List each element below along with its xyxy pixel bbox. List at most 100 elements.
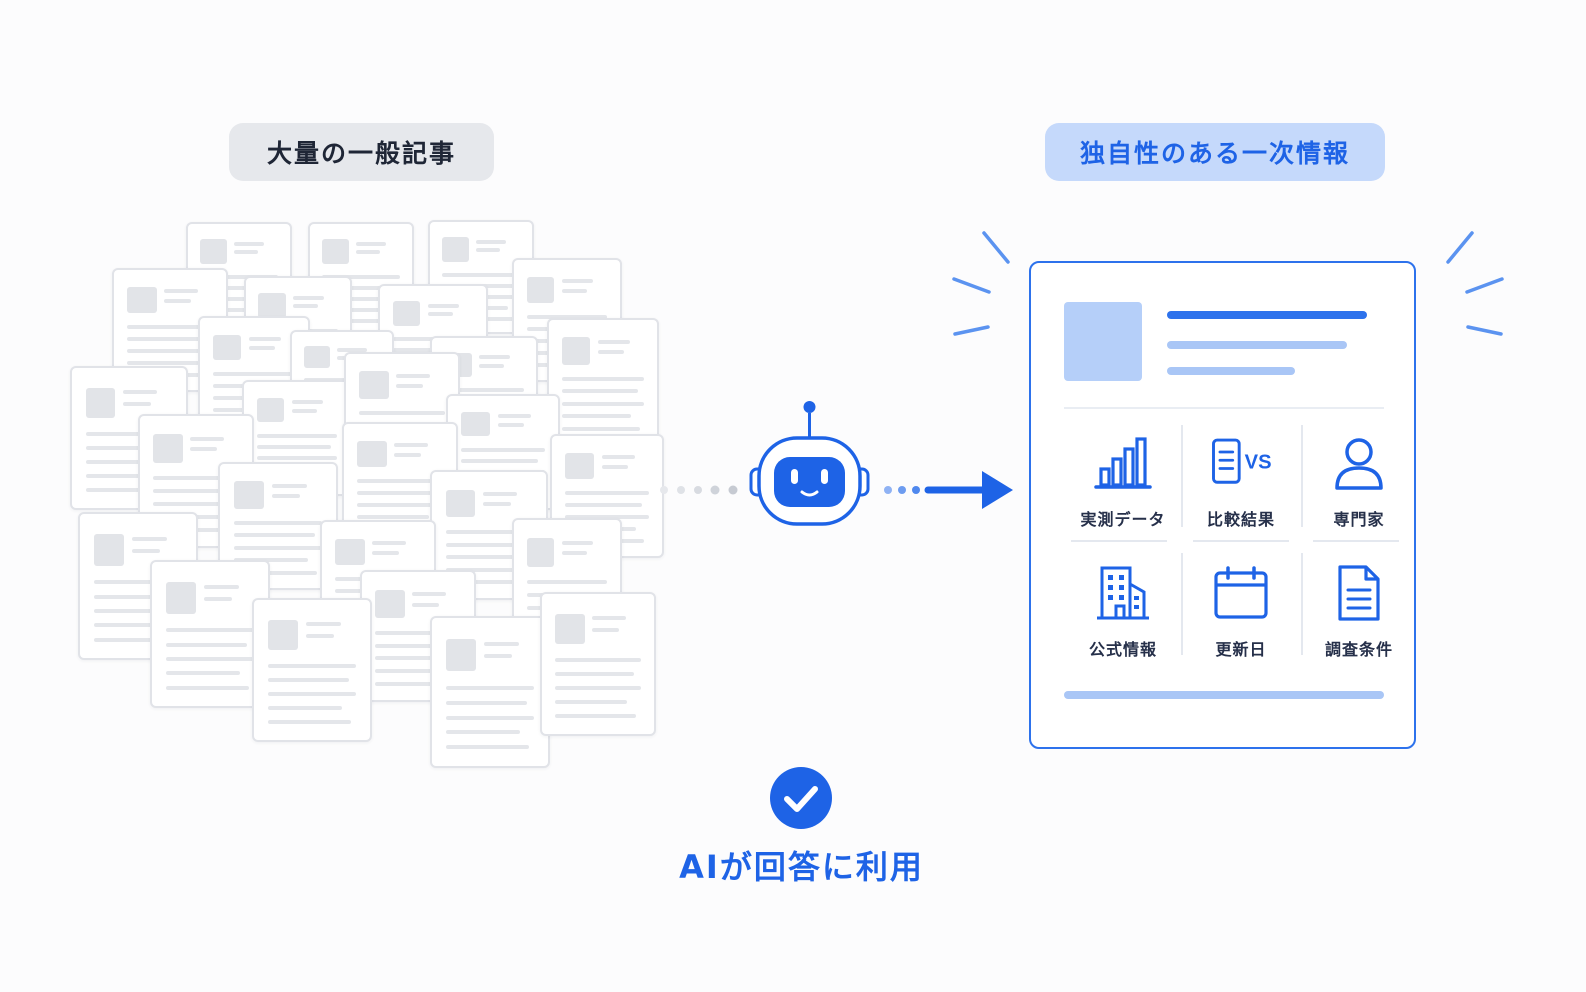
info-item-label: 専門家 — [1333, 510, 1385, 529]
article-text-line — [291, 408, 318, 413]
article-text-line — [497, 413, 531, 418]
article-text-line — [165, 642, 248, 647]
article-text-line — [306, 633, 335, 638]
article-text-line — [292, 304, 318, 309]
info-item-label: 調査条件 — [1324, 640, 1393, 659]
article-text-line — [565, 515, 649, 520]
divider — [1071, 540, 1167, 542]
article-text-line — [445, 686, 535, 691]
article-text-line — [394, 443, 428, 448]
primary-info-document: 実測データ VS 比較結果 専門家 — [1029, 261, 1416, 749]
article-text-line — [85, 488, 168, 493]
check-circle-icon — [770, 767, 832, 829]
result-caption: AIが回答に利用 — [679, 848, 924, 886]
article-text-line — [233, 558, 309, 563]
article-text-line — [165, 685, 250, 690]
article-text-line — [292, 295, 324, 300]
article-text-line — [601, 464, 628, 469]
article-text-line — [555, 658, 641, 663]
article-text-line — [127, 361, 200, 366]
article-text-line — [322, 296, 400, 301]
article-thumbnail — [304, 346, 330, 368]
article-text-line — [412, 602, 440, 607]
article-text-line — [267, 664, 357, 669]
article-text-line — [322, 274, 400, 279]
article-text-line — [526, 579, 608, 584]
article-text-line — [322, 285, 394, 290]
article-text-line — [357, 515, 430, 520]
article-text-line — [256, 455, 338, 460]
article-text-line — [483, 502, 511, 507]
article-text-line — [445, 542, 526, 547]
building-icon — [1090, 560, 1156, 626]
article-thumbnail — [85, 387, 116, 419]
document-image-placeholder — [1064, 302, 1142, 381]
article-text-line — [93, 580, 183, 585]
article-text-line — [375, 656, 461, 661]
divider — [1313, 540, 1399, 542]
article-text-line — [394, 452, 422, 457]
article-thumbnail — [445, 489, 476, 518]
article-text-line — [272, 483, 307, 488]
article-text-line — [592, 627, 620, 632]
article-text-line — [153, 501, 239, 506]
article-thumbnail — [267, 619, 299, 651]
divider — [1301, 553, 1303, 655]
article-thumbnail — [127, 286, 157, 314]
article-text-line — [444, 387, 524, 392]
info-item-label: 実測データ — [1080, 510, 1166, 529]
article-text-line — [392, 347, 467, 352]
article-text-line — [272, 493, 301, 498]
article-text-line — [248, 336, 281, 341]
article-thumbnail — [256, 397, 285, 423]
document-text-bar — [1167, 341, 1347, 349]
article-text-line — [357, 491, 436, 496]
article-text-line — [375, 643, 454, 648]
article-text-line — [153, 488, 232, 493]
article-thumbnail — [200, 239, 227, 264]
flow-arrow-right — [884, 471, 1013, 509]
article-thumbnail — [233, 481, 265, 509]
article-text-line — [267, 706, 343, 711]
article-thumbnail — [335, 538, 365, 566]
article-text-line — [355, 241, 387, 246]
article-text-line — [427, 303, 460, 308]
article-thumbnail — [461, 411, 490, 437]
article-text-line — [561, 551, 588, 556]
article-text-line — [93, 637, 178, 642]
article-text-line — [526, 315, 608, 320]
article-text-line — [484, 641, 519, 646]
article-text-line — [164, 289, 198, 294]
article-text-line — [412, 592, 446, 597]
article-page — [150, 560, 270, 708]
article-text-line — [592, 616, 626, 621]
article-text-line — [267, 720, 352, 725]
article-text-line — [375, 630, 461, 635]
article-thumbnail — [93, 534, 125, 566]
divider — [1181, 553, 1183, 655]
article-text-line — [291, 399, 324, 404]
article-page — [547, 318, 659, 446]
article-text-line — [85, 446, 166, 451]
article-text-line — [427, 312, 454, 317]
article-thumbnail — [375, 589, 405, 619]
article-text-line — [85, 432, 173, 437]
article-page — [430, 616, 550, 768]
article-text-line — [445, 529, 533, 534]
article-text-line — [497, 422, 524, 427]
article-text-line — [561, 540, 594, 545]
article-text-line — [372, 541, 406, 546]
info-item-official-info: 公式情報 — [1064, 548, 1182, 668]
article-text-line — [555, 686, 641, 691]
document-text-bar — [1167, 367, 1295, 375]
info-item-measured-data: 実測データ — [1064, 418, 1182, 538]
article-text-line — [555, 700, 628, 705]
article-text-line — [267, 692, 357, 697]
article-page — [252, 598, 372, 742]
article-thumbnail — [322, 239, 349, 264]
article-text-line — [445, 555, 533, 560]
divider — [1064, 407, 1384, 409]
divider — [1193, 540, 1289, 542]
article-text-line — [200, 307, 266, 312]
